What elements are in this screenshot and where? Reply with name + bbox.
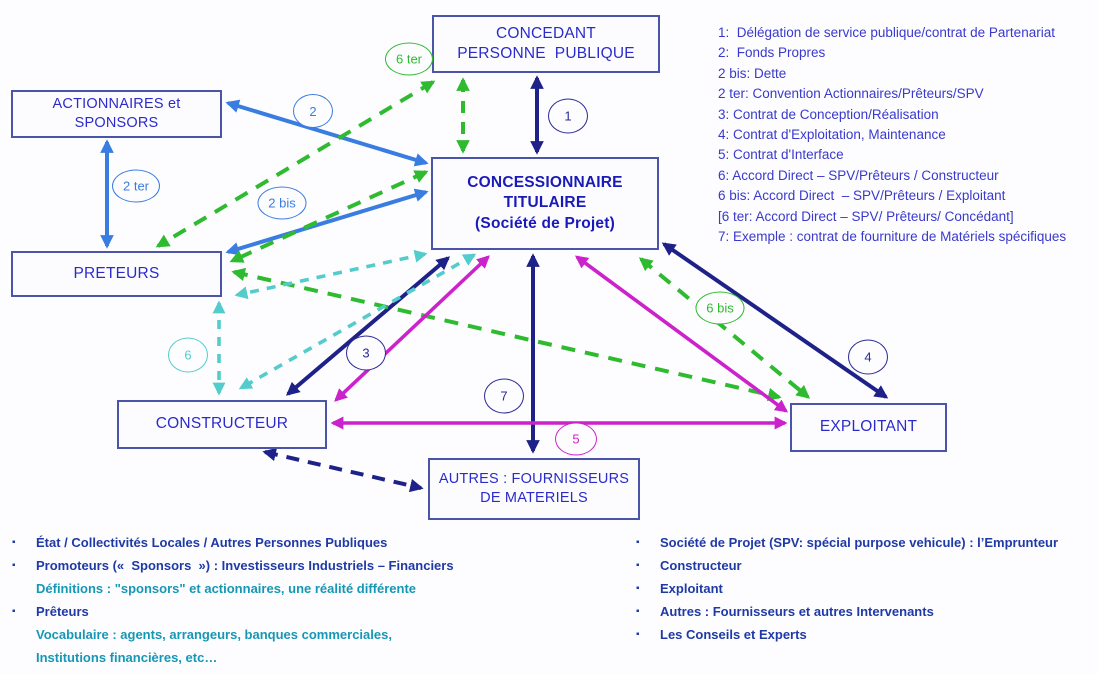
circle-3: 3 bbox=[346, 335, 386, 371]
note-row: ▪ Les Conseils et Experts bbox=[636, 623, 1058, 646]
note-text: Société de Projet (SPV: spécial purpose … bbox=[660, 535, 1059, 550]
note-text: Les Conseils et Experts bbox=[660, 627, 807, 642]
note-text: Exploitant bbox=[660, 581, 723, 596]
legend-line: 4: Contrat d'Exploitation, Maintenance bbox=[718, 127, 946, 143]
arrow-spv-constructeur-magenta bbox=[334, 255, 490, 402]
box-constructeur: CONSTRUCTEUR bbox=[117, 400, 327, 449]
bullet-icon: ▪ bbox=[636, 583, 640, 594]
bullet-icon: ▪ bbox=[636, 629, 640, 640]
circle-2ter: 2 ter bbox=[112, 169, 160, 203]
circle-6bis: 6 bis bbox=[695, 291, 745, 325]
bullet-icon: ▪ bbox=[12, 560, 16, 571]
box-autres: AUTRES : FOURNISSEURS DE MATERIELS bbox=[428, 458, 640, 520]
notes-right: ▪ Société de Projet (SPV: spécial purpose… bbox=[636, 531, 1058, 646]
note-text: Définitions : "sponsors" et actionnaires… bbox=[36, 581, 417, 596]
box-autres-line2: DE MATERIELS bbox=[480, 490, 588, 506]
circle-5: 5 bbox=[555, 422, 597, 456]
legend-line: 2: Fonds Propres bbox=[718, 45, 826, 61]
note-text: Autres : Fournisseurs et autres Interven… bbox=[660, 604, 934, 619]
legend-line: 2 ter: Convention Actionnaires/Prêteurs/… bbox=[718, 86, 984, 102]
legend-line: 7: Exemple : contrat de fourniture de Ma… bbox=[718, 229, 1067, 245]
note-row: ▪ Exploitant bbox=[636, 577, 1058, 600]
box-concedant: CONCEDANT PERSONNE PUBLIQUE bbox=[432, 15, 660, 73]
arrow-6-spv-constructeur bbox=[238, 253, 477, 390]
bullet-icon: ▪ bbox=[636, 606, 640, 617]
note-row: ▪Vocabulaire : agents, arrangeurs, banqu… bbox=[12, 623, 454, 646]
legend-line: 6: Accord Direct – SPV/Prêteurs / Constr… bbox=[718, 167, 999, 183]
legend-line: [6 ter: Accord Direct – SPV/ Prêteurs/ C… bbox=[718, 208, 1014, 224]
legend-line: 6 bis: Accord Direct – SPV/Prêteurs / Ex… bbox=[718, 188, 1006, 204]
box-exploitant: EXPLOITANT bbox=[790, 403, 947, 452]
note-text: Vocabulaire : agents, arrangeurs, banque… bbox=[36, 627, 392, 642]
box-preteurs: PRETEURS bbox=[11, 251, 222, 297]
box-spv-line2: TITULAIRE bbox=[503, 194, 587, 212]
box-actionnaires: ACTIONNAIRES et SPONSORS bbox=[11, 90, 222, 138]
box-concedant-line2: PERSONNE PUBLIQUE bbox=[457, 45, 635, 62]
box-actionnaires-line1: ACTIONNAIRES et bbox=[52, 95, 181, 112]
box-exploitant-line1: EXPLOITANT bbox=[819, 418, 918, 436]
legend-line: 2 bis: Dette bbox=[718, 65, 787, 81]
note-row: ▪ Autres : Fournisseurs et autres Interve… bbox=[636, 600, 1058, 623]
box-concedant-line1: CONCEDANT bbox=[496, 24, 596, 42]
box-spv-line1: CONCESSIONNAIRE bbox=[467, 173, 623, 191]
arrow-3-spv-constructeur bbox=[285, 256, 451, 396]
note-row: ▪Définitions : "sponsors" et actionnaire… bbox=[12, 577, 454, 600]
bullet-icon: ▪ bbox=[636, 537, 640, 548]
note-row: ▪ Constructeur bbox=[636, 554, 1058, 577]
note-text: Promoteurs (« Sponsors ») : Investisseur… bbox=[36, 558, 454, 573]
arrow-4-spv-exploitant bbox=[661, 242, 889, 399]
notes-left: ▪ État / Collectivités Locales / Autres P… bbox=[12, 531, 454, 669]
note-row: ▪ Promoteurs (« Sponsors ») : Investisseu… bbox=[12, 554, 454, 577]
note-row: ▪Institutions financières, etc… bbox=[12, 646, 454, 669]
box-constructeur-line1: CONSTRUCTEUR bbox=[155, 415, 289, 433]
legend-line: 3: Contrat de Conception/Réalisation bbox=[718, 106, 939, 122]
box-preteurs-line1: PRETEURS bbox=[73, 264, 160, 282]
arrow-6ter-concedant-preteurs bbox=[155, 80, 436, 248]
circle-6: 6 bbox=[168, 337, 208, 373]
arrow-constructeur-autres bbox=[262, 447, 424, 493]
note-row: ▪ Société de Projet (SPV: spécial purpose… bbox=[636, 531, 1058, 554]
arrow-spv-preteurs-green bbox=[229, 170, 429, 263]
note-text: Institutions financières, etc… bbox=[36, 650, 218, 665]
arrow-6-spv-preteurs bbox=[234, 249, 428, 300]
circle-7: 7 bbox=[484, 378, 524, 414]
circle-4: 4 bbox=[848, 339, 888, 375]
box-actionnaires-line2: SPONSORS bbox=[74, 115, 159, 131]
note-text: Constructeur bbox=[660, 558, 742, 573]
box-autres-line1: AUTRES : FOURNISSEURS bbox=[438, 470, 630, 487]
circle-1: 1 bbox=[548, 98, 588, 134]
arrow-spv-exploitant-magenta bbox=[574, 255, 789, 413]
contract-legend: 1: Délégation de service publique/contra… bbox=[718, 23, 1066, 247]
circle-6ter: 6 ter bbox=[385, 42, 433, 76]
note-text: État / Collectivités Locales / Autres Pe… bbox=[36, 535, 388, 550]
circle-2bis: 2 bis bbox=[257, 186, 307, 220]
note-row: ▪ État / Collectivités Locales / Autres P… bbox=[12, 531, 454, 554]
bullet-icon: ▪ bbox=[12, 537, 16, 548]
legend-line: 1: Délégation de service publique/contra… bbox=[718, 25, 1055, 40]
circle-2: 2 bbox=[293, 94, 333, 128]
bullet-icon: ▪ bbox=[12, 606, 16, 617]
legend-line: 5: Contrat d'Interface bbox=[718, 147, 844, 163]
note-text: Prêteurs bbox=[36, 604, 89, 619]
bullet-icon: ▪ bbox=[636, 560, 640, 571]
box-spv: CONCESSIONNAIRE TITULAIRE (Société de Pr… bbox=[431, 157, 659, 250]
box-spv-line3: (Société de Projet) bbox=[475, 214, 615, 232]
note-row: ▪ Prêteurs bbox=[12, 600, 454, 623]
